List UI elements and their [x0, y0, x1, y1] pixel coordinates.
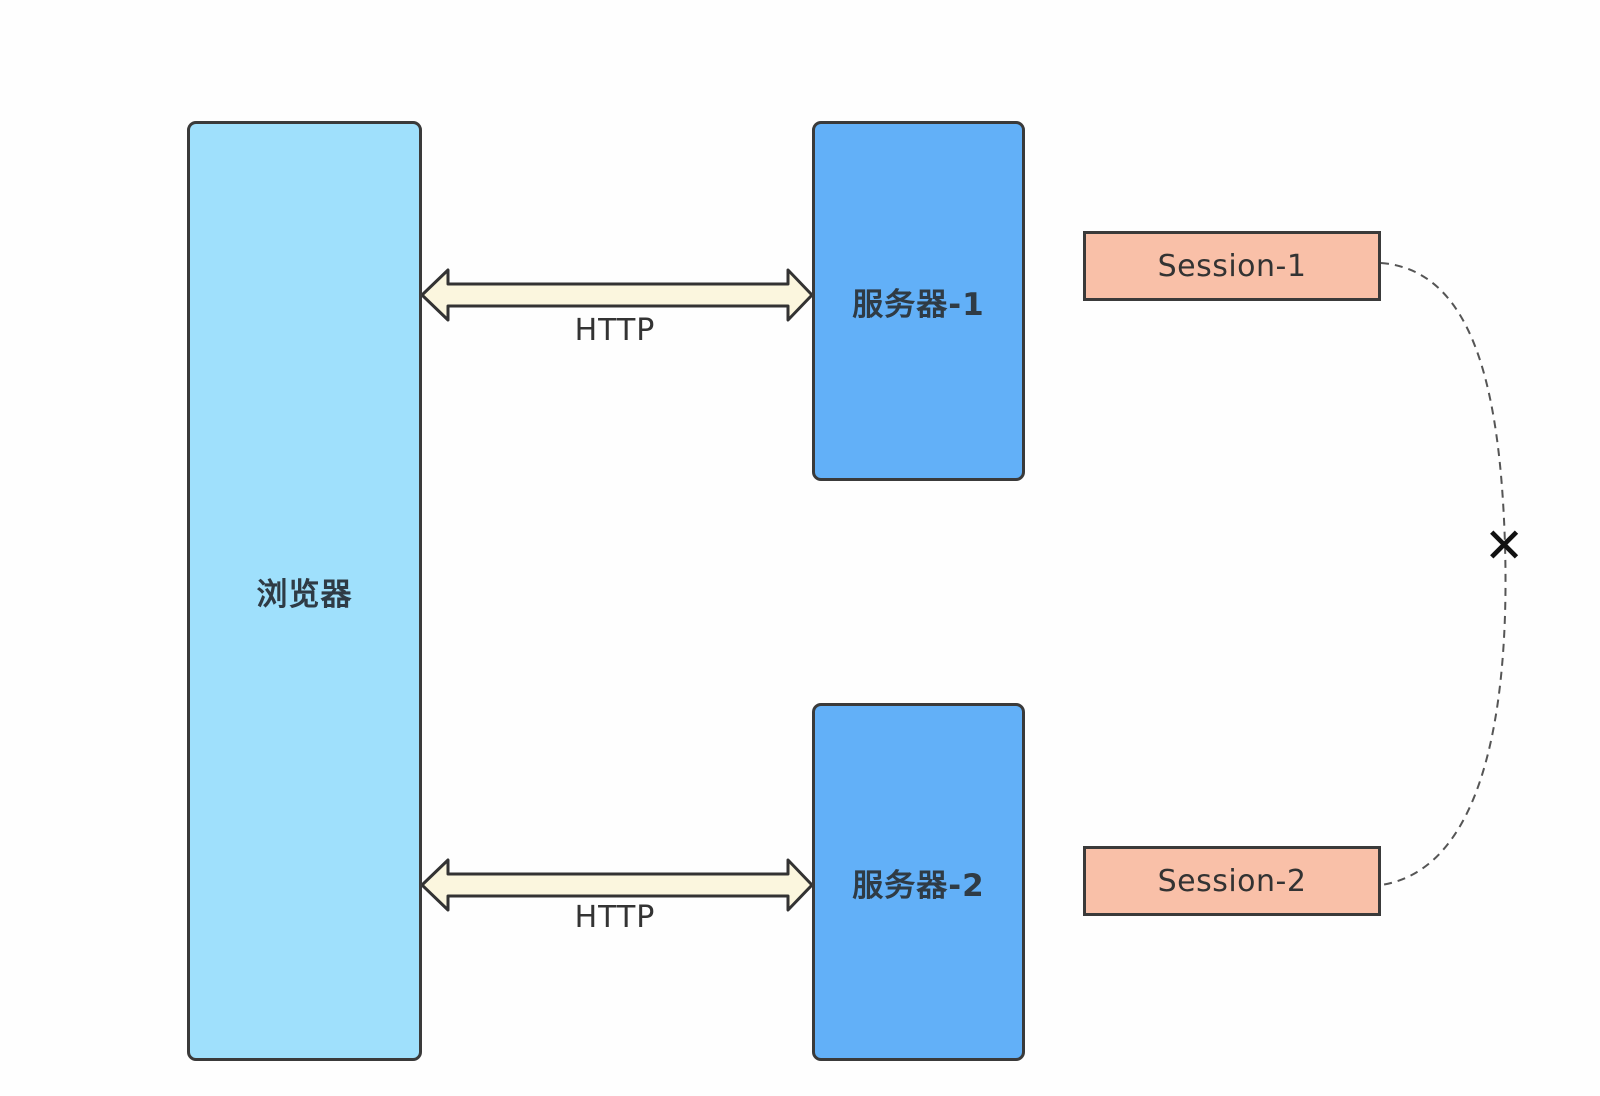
session-1-box: Session-1 — [1083, 231, 1381, 301]
server-1-box: 服务器-1 — [812, 121, 1025, 481]
session-1-label: Session-1 — [1157, 248, 1307, 284]
http-label-2: HTTP — [574, 900, 656, 935]
session-2-label: Session-2 — [1157, 863, 1307, 899]
session-2-box: Session-2 — [1083, 846, 1381, 916]
browser-label: 浏览器 — [256, 576, 353, 613]
server-2-label: 服务器-2 — [852, 867, 985, 904]
browser-box: 浏览器 — [187, 121, 422, 1061]
disconnect-x-icon: ✕ — [1484, 518, 1525, 574]
http-label-1: HTTP — [574, 313, 656, 348]
session-link-line — [1380, 262, 1507, 886]
server-1-label: 服务器-1 — [852, 286, 985, 323]
server-2-box: 服务器-2 — [812, 703, 1025, 1061]
